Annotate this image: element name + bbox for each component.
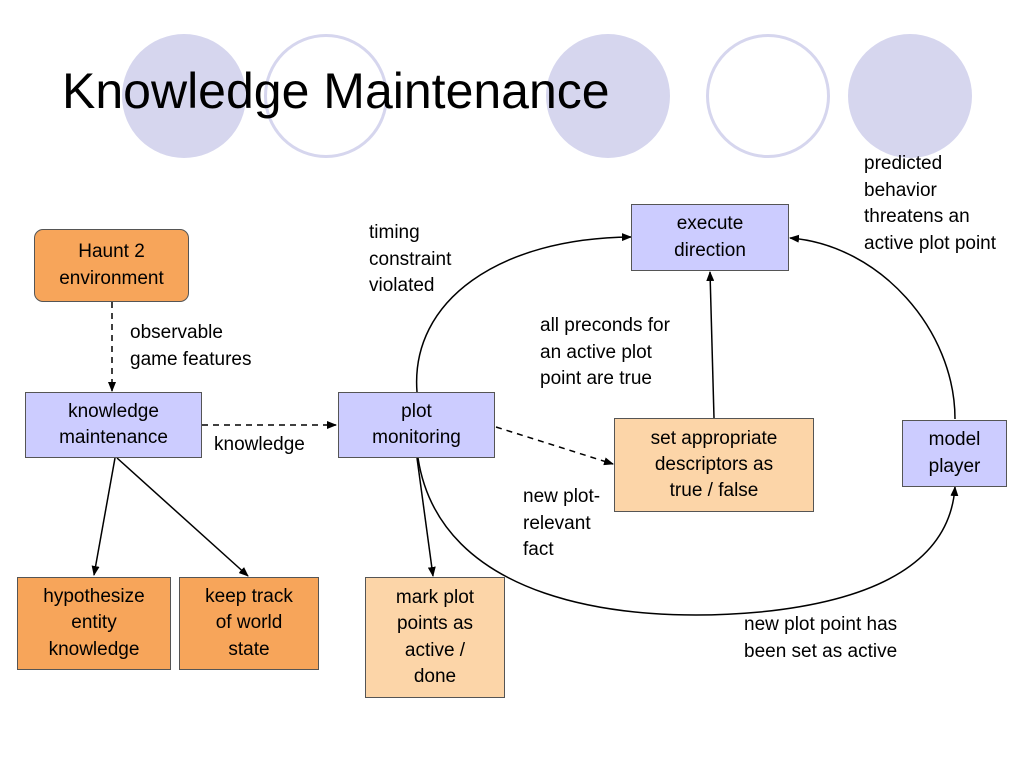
- edge-monitoring-to-markplot: [416, 457, 436, 577]
- edge-monitoring-to-descriptors: [495, 426, 614, 466]
- label-new-point: new plot point has been set as active: [744, 614, 898, 662]
- label-timing: timing constraint violated: [369, 222, 452, 297]
- node-set-descriptors: set appropriate descriptors as true / fa…: [614, 418, 814, 512]
- label-knowledge: knowledge: [214, 434, 305, 455]
- edge-newpoint-arc: [417, 457, 959, 616]
- edge-timing-arc: [415, 233, 632, 393]
- decor-circle-2: [264, 34, 388, 158]
- node-model-player: model player: [902, 420, 1007, 487]
- node-haunt-environment: Haunt 2 environment: [34, 229, 189, 302]
- label-observable: observable game features: [130, 322, 252, 370]
- node-hypothesize: hypothesize entity knowledge: [17, 577, 171, 670]
- decor-circle-1: [122, 34, 246, 158]
- label-new-fact: new plot- relevant fact: [523, 486, 601, 561]
- slide-title: Knowledge Maintenance: [62, 63, 610, 119]
- label-preconds: all preconds for an active plot point ar…: [540, 315, 670, 390]
- node-keep-track: keep track of world state: [179, 577, 319, 670]
- edge-knowledge-to-keeptrack: [116, 457, 249, 577]
- decor-circle-5: [848, 34, 972, 158]
- node-plot-monitoring: plot monitoring: [338, 392, 495, 458]
- edge-predicted-arc: [789, 234, 956, 420]
- node-mark-plot: mark plot points as active / done: [365, 577, 505, 698]
- node-execute-direction: execute direction: [631, 204, 789, 271]
- label-predicted: predicted behavior threatens an active p…: [864, 153, 997, 254]
- edge-knowledge-to-hypothesize: [91, 457, 116, 576]
- edge-descriptors-to-execute: [706, 271, 715, 419]
- decor-circle-3: [546, 34, 670, 158]
- decor-circle-4: [706, 34, 830, 158]
- node-knowledge-maintenance: knowledge maintenance: [25, 392, 202, 458]
